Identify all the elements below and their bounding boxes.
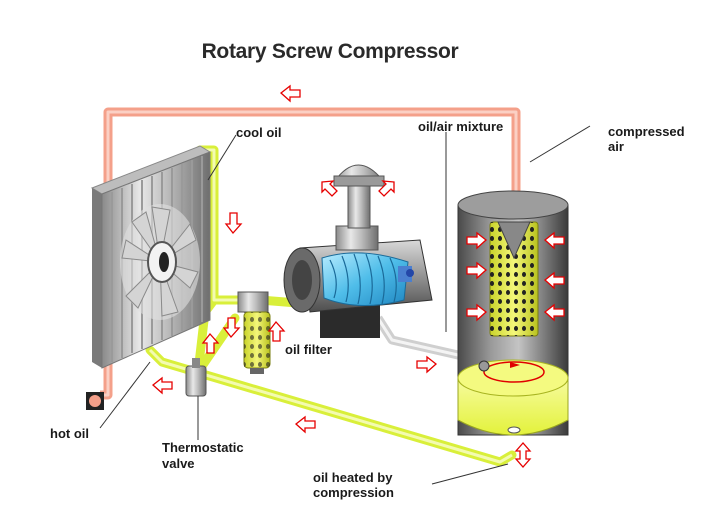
label-oil-air-mixture: oil/air mixture: [418, 119, 504, 134]
hot-oil-pipe: [100, 107, 521, 400]
flow-arrow-right-icon: [466, 303, 488, 322]
flow-arrow-left-icon: [543, 231, 565, 250]
label-oil-filter: oil filter: [285, 342, 332, 357]
flow-arrow-up-left-icon: [321, 180, 338, 197]
flow-arrow-down-icon: [224, 212, 243, 235]
label-hot-oil: hot oil: [50, 426, 89, 441]
flow-arrow-left-icon: [279, 84, 301, 103]
label-thermostatic-line1: Thermostatic: [162, 440, 244, 455]
label-compressed-air-line2: air: [608, 139, 624, 154]
flow-arrow-up-icon: [267, 320, 286, 342]
flow-arrow-up-right-icon: [378, 180, 395, 197]
label-compressed-air-line1: compressed: [608, 124, 685, 139]
oil-filter-icon: [237, 291, 271, 374]
label-cool-oil: cool oil: [236, 125, 282, 140]
screw-compressor-unit: [283, 164, 433, 338]
label-oil-heated-line2: compression: [313, 485, 394, 500]
label-thermostatic-line2: valve: [162, 456, 195, 471]
label-oil-heated-line1: oil heated by: [313, 470, 393, 485]
thermostatic-valve-icon: [185, 358, 207, 397]
flow-arrow-right-icon: [466, 231, 488, 250]
flow-arrows: [151, 84, 565, 468]
flow-arrow-left-icon: [294, 415, 316, 434]
oil-cooler-radiator: [90, 145, 212, 369]
flow-arrow-left-icon: [543, 271, 565, 290]
flow-arrow-right-icon: [466, 261, 488, 280]
screw-rotor-icon: [321, 252, 409, 306]
diagram-title: Rotary Screw Compressor: [201, 40, 459, 63]
leader-lines: [99, 125, 591, 485]
flow-arrow-down-icon: [222, 317, 241, 339]
flow-arrow-right-icon: [416, 355, 438, 374]
cooling-fan-icon: [120, 204, 200, 320]
hot-oil-inlet-fitting: [86, 392, 104, 410]
flow-arrow-updown-icon: [514, 442, 532, 468]
flow-arrow-left-icon: [543, 303, 565, 322]
flow-arrow-left-icon: [151, 376, 173, 395]
flow-arrow-up-icon: [201, 332, 220, 354]
